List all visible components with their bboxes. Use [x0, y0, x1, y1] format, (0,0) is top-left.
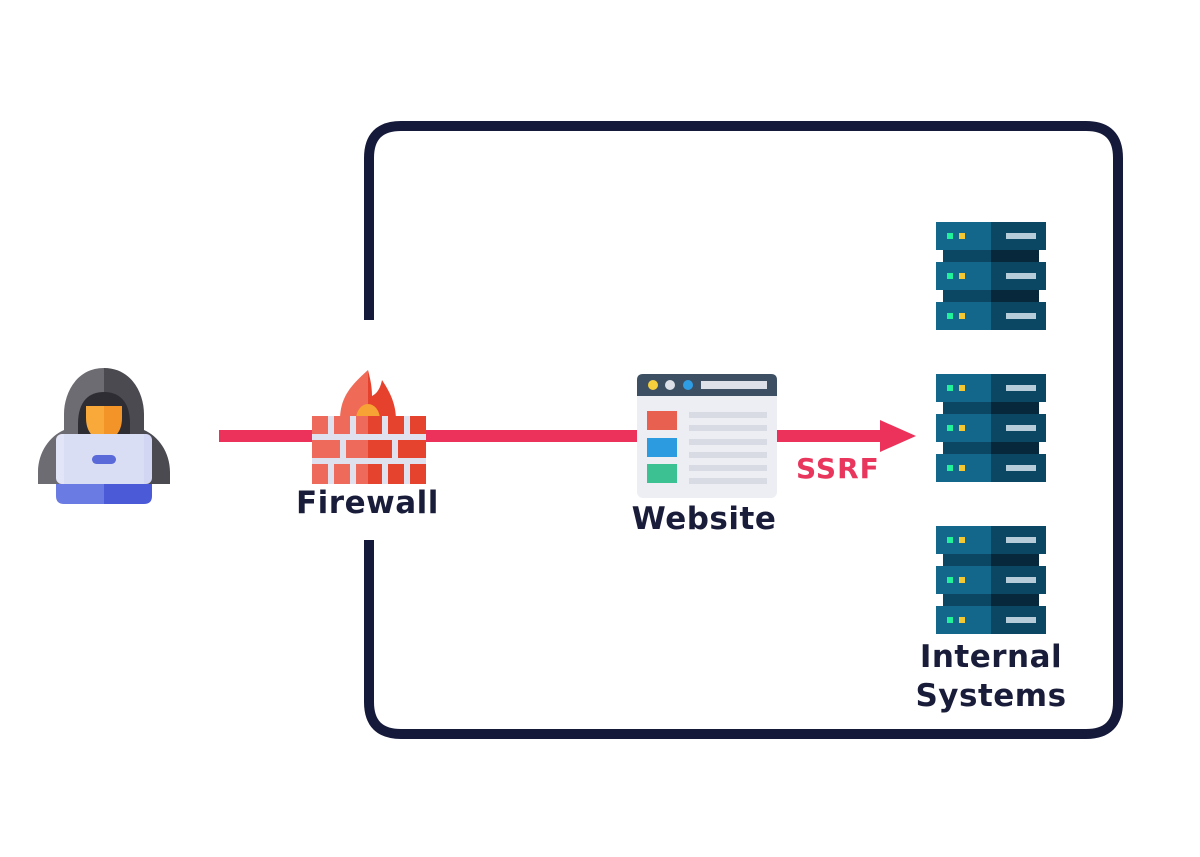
browser-window-icon [637, 374, 777, 498]
window-dot-yellow [648, 380, 658, 390]
boundary-upper-path [364, 121, 1123, 739]
hacker-icon [38, 368, 170, 504]
ssrf-arrowhead [880, 420, 916, 452]
server-rack-2 [936, 374, 1046, 486]
request-line [219, 430, 639, 442]
server-rack-icon [936, 374, 1046, 482]
internal-systems-label-line1: Internal [919, 639, 1063, 675]
window-dot-blue [683, 380, 693, 390]
firewall-icon [312, 370, 426, 484]
server-rack-3 [936, 526, 1046, 638]
server-rack-icon [936, 526, 1046, 634]
firewall-label: Firewall [296, 485, 439, 521]
server-rack-icon [936, 222, 1046, 330]
window-dot-gray [665, 380, 675, 390]
ssrf-label: SSRF [796, 452, 880, 485]
ssrf-line [775, 430, 887, 442]
internal-systems-label: Internal Systems [906, 638, 1076, 716]
server-rack-1 [936, 222, 1046, 334]
website-label: Website [631, 501, 777, 537]
internal-systems-label-line2: Systems [915, 677, 1067, 714]
